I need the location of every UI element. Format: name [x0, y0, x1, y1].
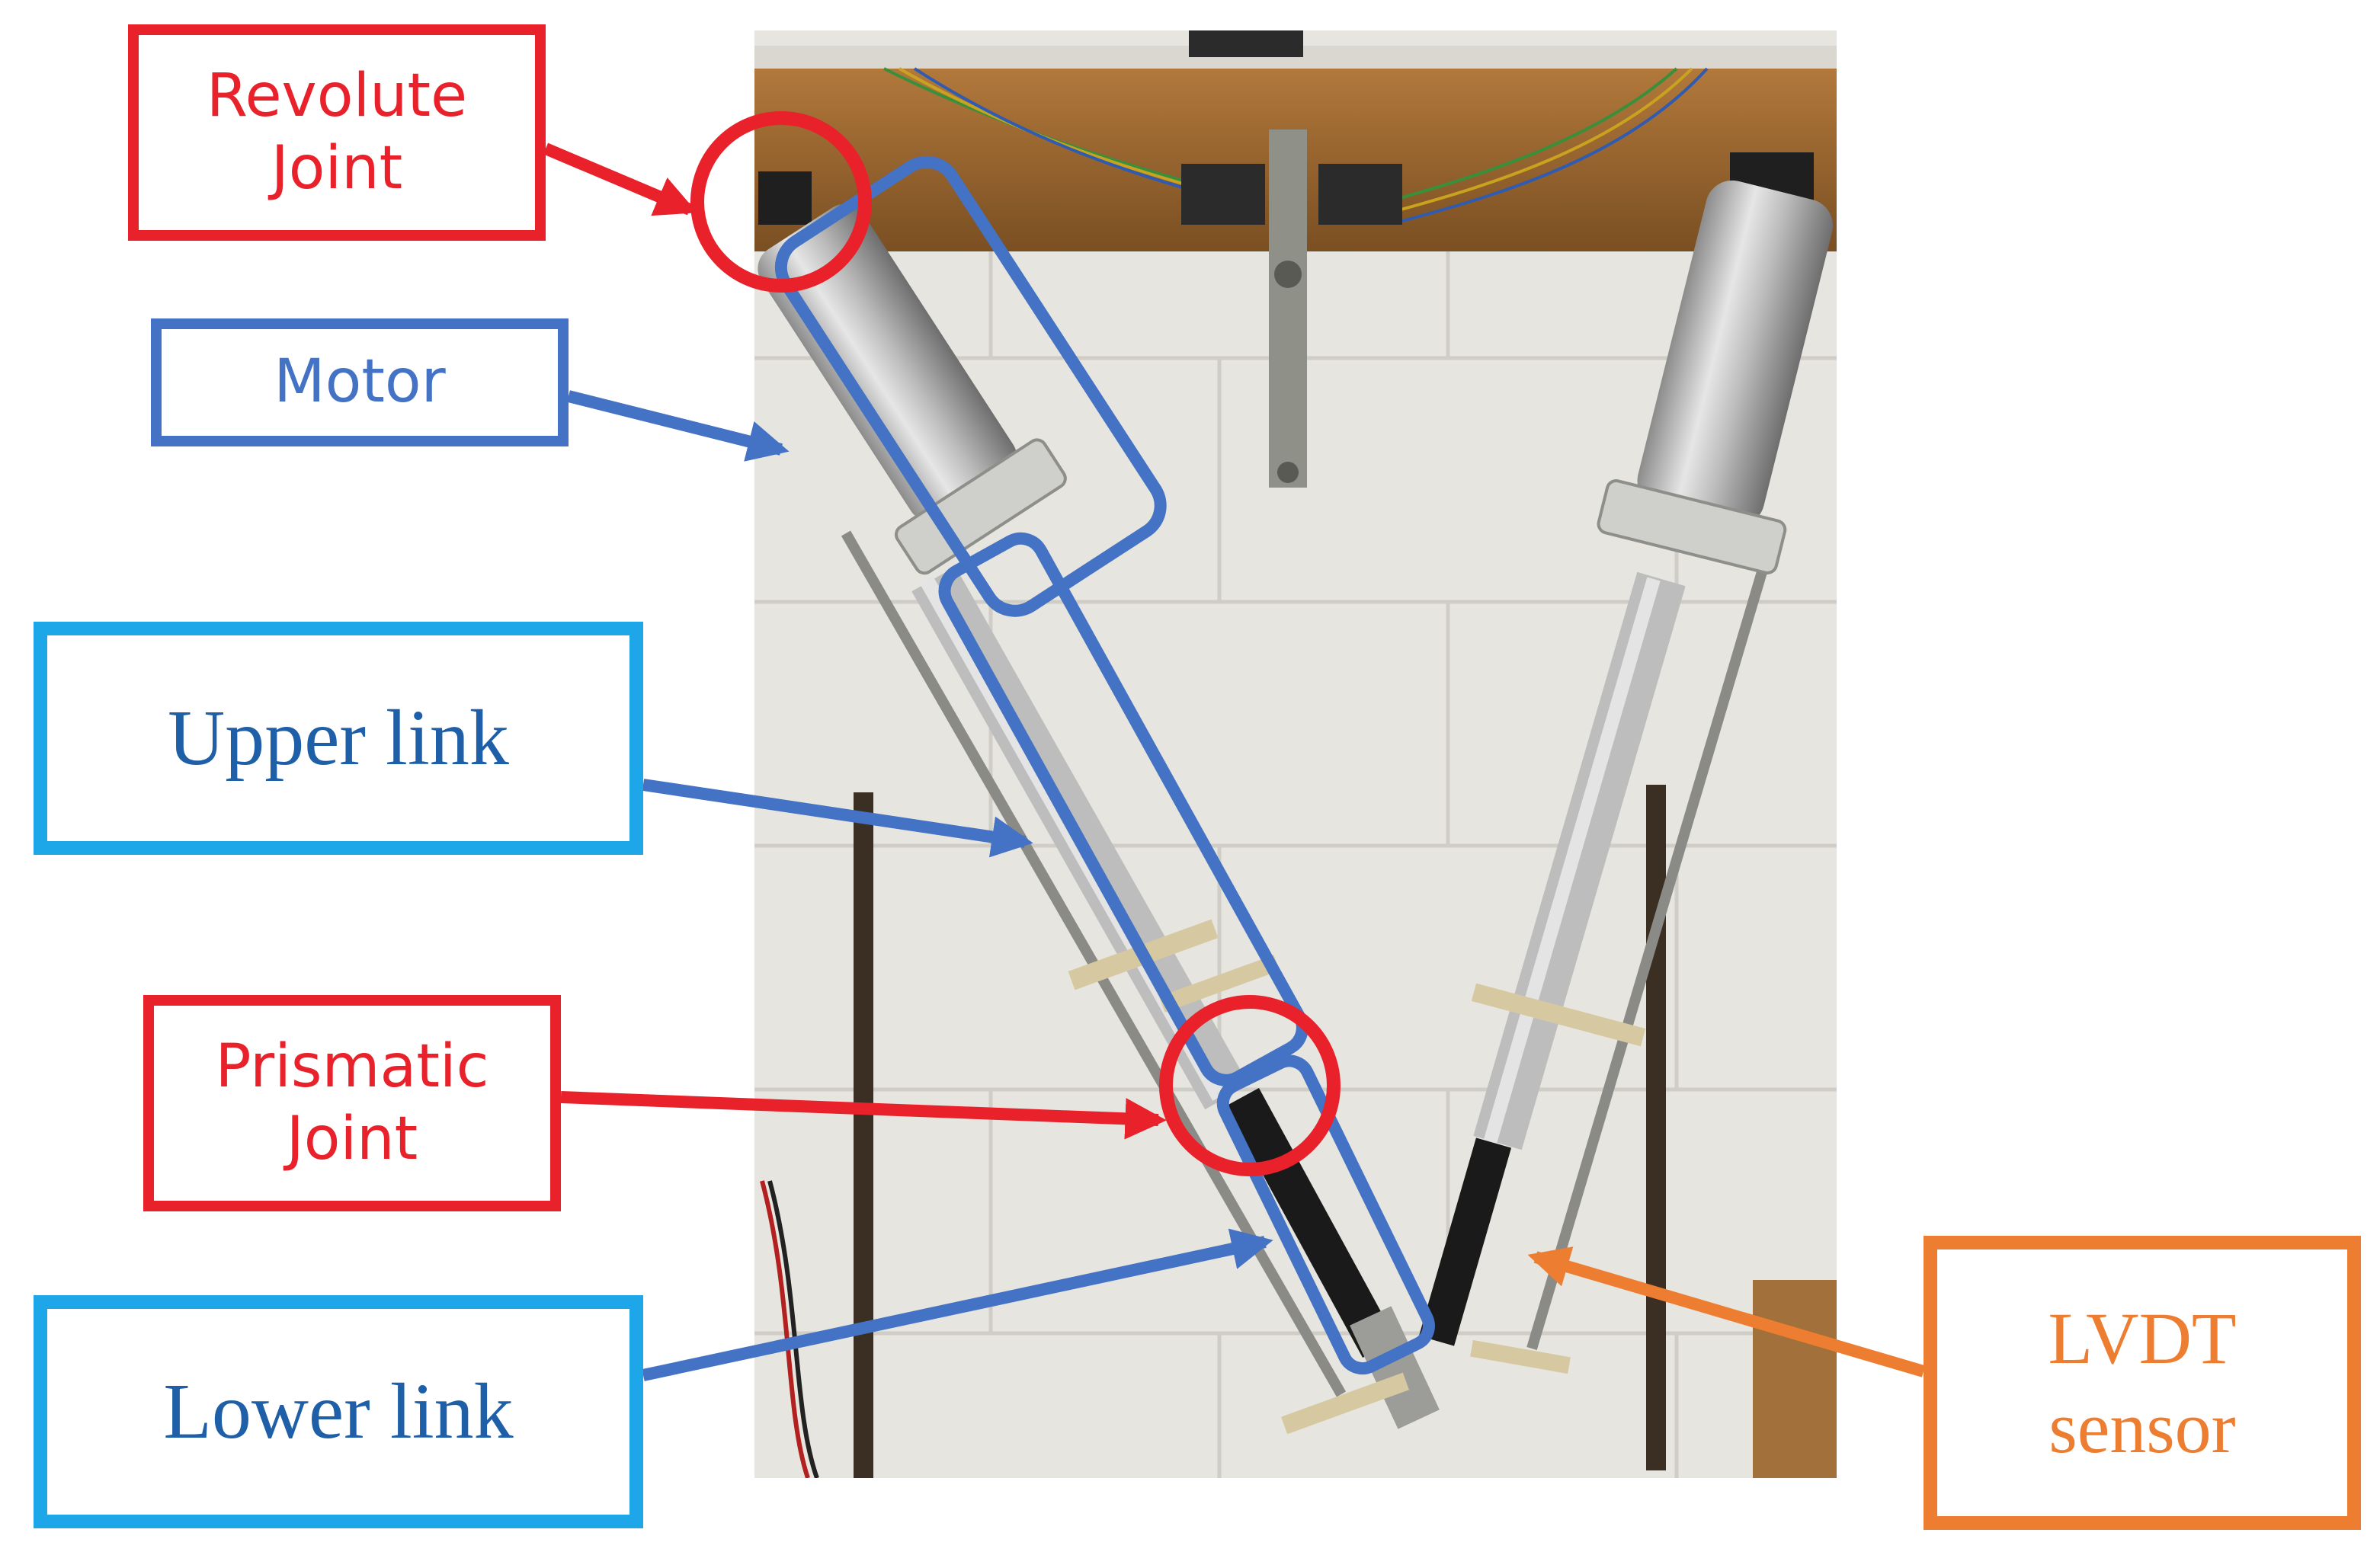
upper-link-arrow [642, 779, 1033, 858]
wall-rod-left [854, 792, 873, 1478]
prismatic-joint-label-line1: Prismatic [215, 1032, 489, 1101]
lvdt-arrow [1527, 1246, 1926, 1377]
lvdt-sensor-label-line2: sensor [2048, 1387, 2236, 1468]
lvdt-sensor-label: LVDT sensor [1924, 1236, 2361, 1530]
prismatic-joint-circle [1159, 995, 1341, 1176]
motor-outline [774, 155, 1167, 617]
center-bracket [1269, 130, 1307, 488]
revolute-joint-label: Revolute Joint [128, 24, 546, 241]
revolute-joint-label-line1: Revolute [206, 61, 468, 130]
prismatic-joint-label: Prismatic Joint [143, 995, 561, 1211]
lower-link-outline [1216, 1054, 1435, 1375]
lower-link-arrow [642, 1228, 1273, 1381]
prismatic-joint-label-line2: Joint [286, 1105, 418, 1173]
revolute-joint-label-line2: Joint [271, 134, 403, 203]
lower-link-label-text: Lower link [163, 1367, 514, 1455]
prismatic-arrow [560, 1091, 1167, 1140]
revolute-arrow [543, 142, 698, 216]
upper-link-label: Upper link [34, 622, 643, 855]
motor-label-text: Motor [274, 347, 446, 417]
lvdt-sensor-label-line1: LVDT [2048, 1297, 2237, 1379]
motor-arrow [567, 390, 790, 462]
right-arm [1418, 180, 1834, 1374]
upper-link-label-text: Upper link [168, 693, 509, 782]
lower-link-label: Lower link [34, 1295, 643, 1528]
motor-label: Motor [151, 318, 569, 446]
upper-link-outline [938, 532, 1309, 1086]
